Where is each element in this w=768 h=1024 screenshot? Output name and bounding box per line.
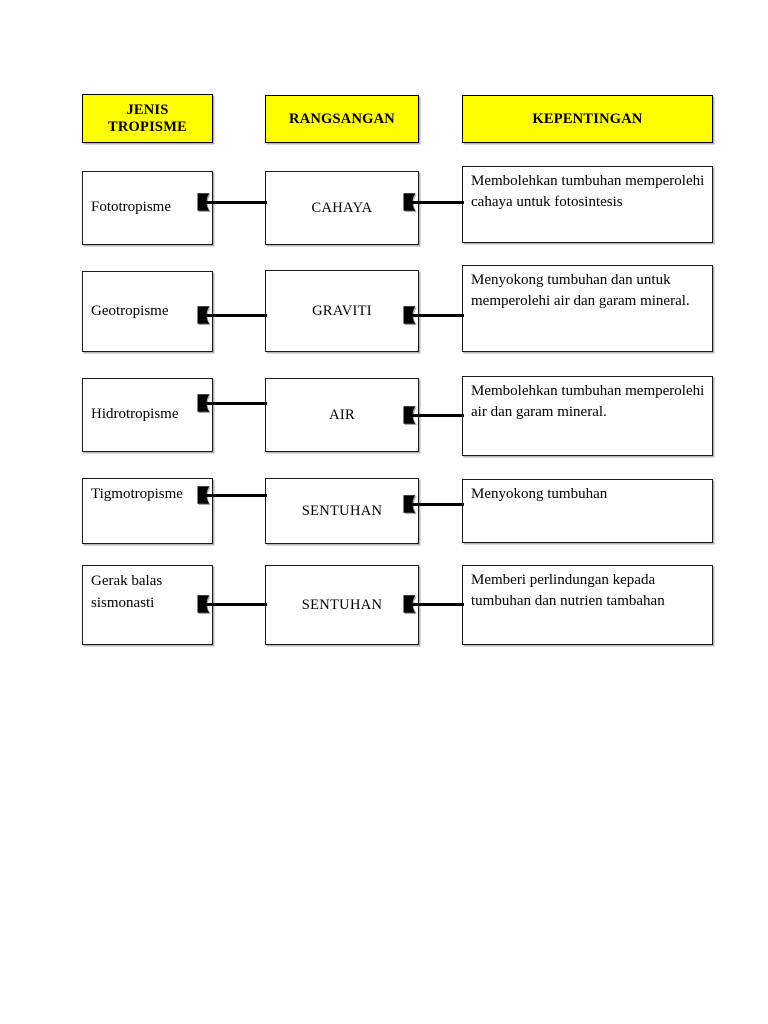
- tropisme-label-1: Fototropisme: [91, 199, 172, 216]
- arrowhead-left-1a: [196, 192, 213, 212]
- connector-line-3b: [411, 414, 464, 417]
- kepentingan-label-1: Membolehkan tumbuhan memperolehi cahaya …: [471, 173, 705, 210]
- header-kepentingan-label: KEPENTINGAN: [532, 110, 643, 127]
- rangsangan-label-1: CAHAYA: [311, 199, 373, 216]
- kepentingan-cell-1: Membolehkan tumbuhan memperolehi cahaya …: [462, 166, 713, 243]
- rangsangan-label-2: GRAVITI: [312, 302, 372, 319]
- arrowhead-left-2b: [402, 305, 419, 325]
- header-rangsangan: RANGSANGAN: [265, 95, 419, 143]
- kepentingan-label-4: Menyokong tumbuhan: [471, 486, 608, 502]
- header-rangsangan-label: RANGSANGAN: [289, 110, 395, 127]
- arrowhead-left-5a: [196, 594, 213, 614]
- connector-line-1b: [411, 201, 464, 204]
- connector-line-2a: [205, 314, 267, 317]
- arrowhead-left-5b: [402, 594, 419, 614]
- arrowhead-left-1b: [402, 192, 419, 212]
- kepentingan-cell-4: Menyokong tumbuhan: [462, 479, 713, 543]
- arrowhead-left-3b: [402, 405, 419, 425]
- header-jenis-tropisme: JENIS TROPISME: [82, 94, 213, 143]
- rangsangan-cell-4: SENTUHAN: [265, 478, 419, 544]
- rangsangan-cell-2: GRAVITI: [265, 270, 419, 352]
- connector-line-3a: [205, 402, 267, 405]
- connector-line-2b: [411, 314, 464, 317]
- rangsangan-cell-5: SENTUHAN: [265, 565, 419, 645]
- kepentingan-label-2: Menyokong tumbuhan dan untuk memperolehi…: [471, 272, 690, 309]
- connector-line-5b: [411, 603, 464, 606]
- kepentingan-cell-3: Membolehkan tumbuhan memperolehi air dan…: [462, 376, 713, 456]
- rangsangan-label-5: SENTUHAN: [301, 596, 383, 613]
- tropisme-label-5: Gerak balas sismonasti: [91, 573, 163, 611]
- connector-line-4a: [205, 494, 267, 497]
- tropisme-cell-2: Geotropisme: [82, 271, 213, 352]
- arrowhead-left-3a: [196, 393, 213, 413]
- connector-line-5a: [205, 603, 267, 606]
- connector-line-4b: [411, 503, 464, 506]
- rangsangan-label-3: AIR: [329, 406, 355, 423]
- tropisme-label-4: Tigmotropisme: [91, 486, 183, 502]
- tropisme-cell-1: Fototropisme: [82, 171, 213, 245]
- arrowhead-left-2a: [196, 305, 213, 325]
- header-jenis-tropisme-label: JENIS TROPISME: [108, 102, 187, 135]
- header-kepentingan: KEPENTINGAN: [462, 95, 713, 143]
- kepentingan-label-3: Membolehkan tumbuhan memperolehi air dan…: [471, 383, 705, 420]
- rangsangan-cell-1: CAHAYA: [265, 171, 419, 245]
- kepentingan-label-5: Memberi perlindungan kepada tumbuhan dan…: [471, 572, 665, 609]
- rangsangan-label-4: SENTUHAN: [301, 502, 383, 519]
- tropisme-label-2: Geotropisme: [91, 302, 169, 319]
- kepentingan-cell-5: Memberi perlindungan kepada tumbuhan dan…: [462, 565, 713, 645]
- tropisme-label-3: Hidrotropisme: [91, 406, 179, 423]
- tropisme-cell-5: Gerak balas sismonasti: [82, 565, 213, 645]
- arrowhead-left-4b: [402, 494, 419, 514]
- connector-line-1a: [205, 201, 267, 204]
- arrowhead-left-4a: [196, 485, 213, 505]
- rangsangan-cell-3: AIR: [265, 378, 419, 452]
- tropisme-cell-4: Tigmotropisme: [82, 478, 213, 544]
- kepentingan-cell-2: Menyokong tumbuhan dan untuk memperolehi…: [462, 265, 713, 352]
- tropisme-cell-3: Hidrotropisme: [82, 378, 213, 452]
